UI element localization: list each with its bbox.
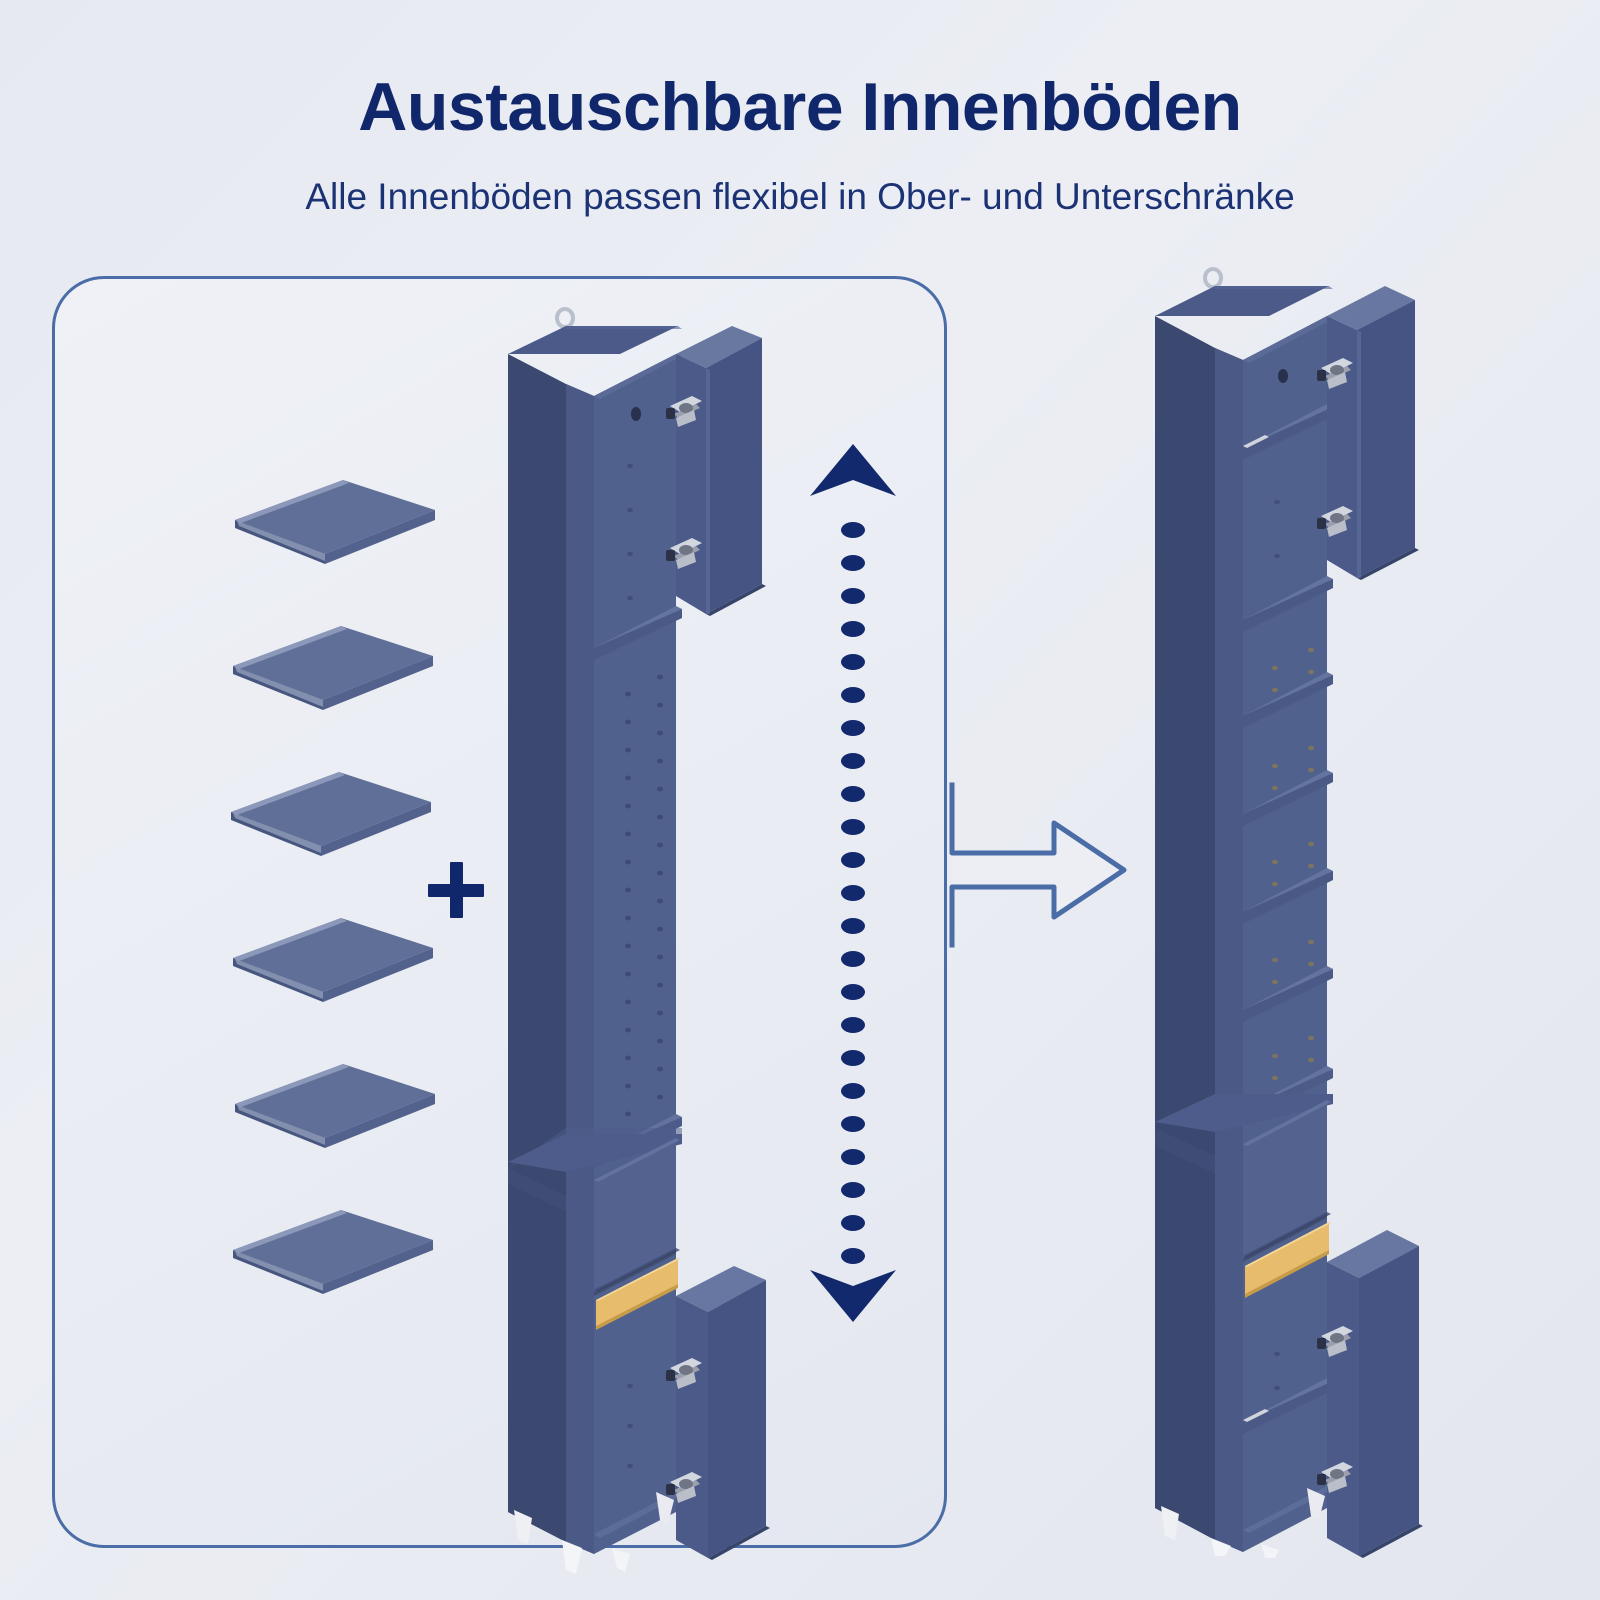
page-subtitle: Alle Innenböden passen flexibel in Ober-… — [305, 176, 1295, 217]
transition-arrow-icon — [946, 782, 1136, 948]
shelf-board-4 — [223, 900, 433, 1010]
shelf-board-2 — [223, 608, 433, 718]
shelf-board-1 — [225, 462, 435, 572]
components-panel — [52, 276, 947, 1548]
empty-cabinet-illustration — [470, 296, 790, 1574]
page-title: Austauschbare Innenböden — [358, 69, 1242, 145]
height-range-arrow — [806, 438, 900, 1328]
assembled-cabinet-illustration — [1115, 256, 1445, 1558]
shelf-board-5 — [225, 1046, 435, 1156]
shelf-board-6 — [223, 1192, 433, 1302]
plus-icon — [428, 862, 484, 918]
shelf-board-3 — [221, 754, 431, 864]
loose-shelves-group — [205, 462, 445, 1322]
